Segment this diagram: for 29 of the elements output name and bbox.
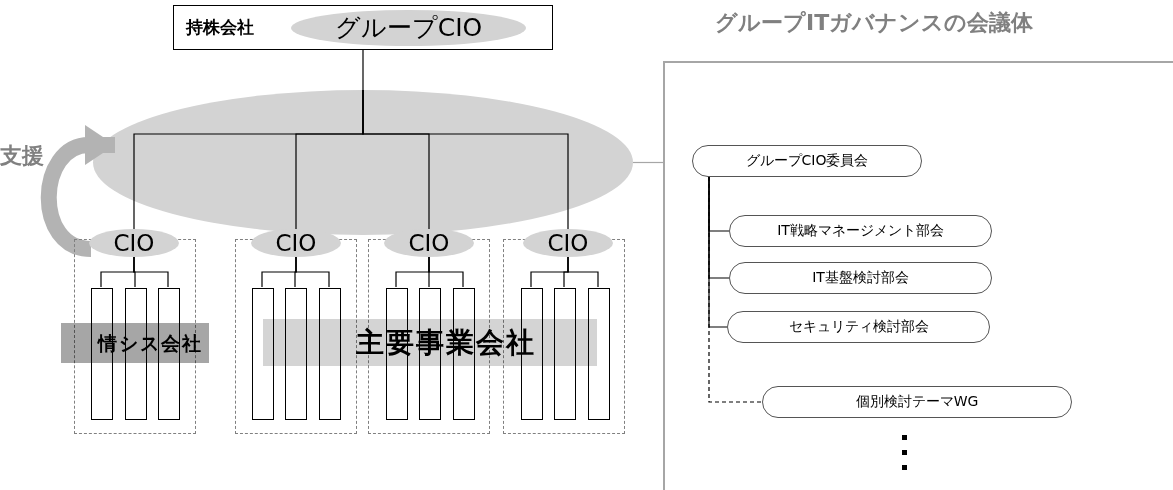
meeting-pill: IT基盤検討部会 [729, 262, 992, 294]
role-ellipse: CIO [384, 229, 474, 257]
curved-arrow [40, 125, 115, 257]
panel-title: グループITガバナンスの会議体 [715, 9, 1034, 37]
department-bar [319, 288, 341, 420]
meeting-pill: セキュリティ検討部会 [727, 311, 990, 343]
role-ellipse: CIO [523, 229, 613, 257]
edge-label: 支援 [0, 142, 44, 170]
meeting-pill: グループCIO委員会 [692, 145, 922, 177]
meeting-pill: IT戦略マネージメント部会 [729, 215, 992, 247]
connector-line [295, 256, 330, 288]
role-ellipse: CIO [89, 229, 179, 257]
connector-line [428, 256, 464, 288]
department-bar [554, 288, 576, 420]
department-bar [588, 288, 610, 420]
company-name: 持株会社 [186, 16, 254, 38]
role-ellipse: グループCIO [291, 10, 526, 46]
department-bar [285, 288, 307, 420]
connector-line [362, 49, 364, 91]
company-box [173, 5, 553, 50]
department-bar [252, 288, 274, 420]
meeting-pill: 個別検討テーマWG [762, 386, 1072, 418]
connector-line [708, 176, 763, 403]
connector-line [632, 161, 664, 164]
department-bar [158, 288, 180, 420]
connector-line [567, 256, 599, 288]
connector-line [362, 89, 569, 230]
connector-line [133, 256, 169, 288]
role-ellipse: CIO [251, 229, 341, 257]
